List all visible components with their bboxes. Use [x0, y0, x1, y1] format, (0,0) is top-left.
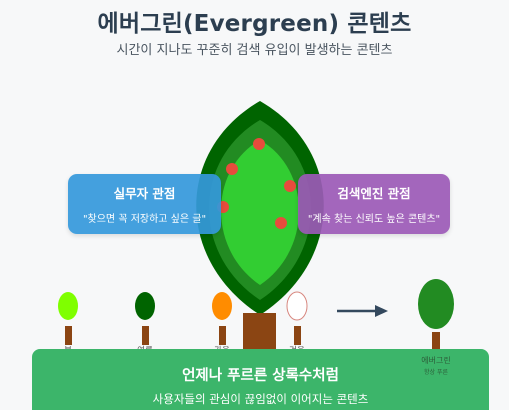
search-engine-view-title: 검색엔진 관점 — [337, 186, 411, 201]
winter-tree — [286, 291, 308, 345]
search-engine-view-quote: "계속 찾는 신뢰도 높은 콘텐츠" — [307, 214, 441, 225]
autumn-leaf — [212, 292, 232, 320]
practitioner-view-title: 실무자 관점 — [113, 186, 176, 201]
summer-trunk — [142, 326, 149, 345]
summer-tree — [135, 292, 155, 345]
banner-title: 언제나 푸르른 상록수처럼 — [182, 368, 339, 384]
evergreen-trunk — [432, 332, 440, 358]
main-tree — [196, 101, 324, 353]
winter-leaf — [286, 291, 308, 321]
page-title: 에버그린(Evergreen) 콘텐츠 — [97, 11, 412, 37]
autumn-trunk — [219, 326, 226, 345]
practitioner-view-quote: "찾으면 꼭 저장하고 싶은 글" — [82, 214, 207, 225]
evergreen-tree — [418, 279, 454, 358]
inner-leaf — [221, 140, 299, 285]
search-engine-view-card: 검색엔진 관점 "계속 찾는 신뢰도 높은 콘텐츠" — [298, 174, 450, 234]
fruit — [275, 217, 287, 229]
winter-trunk — [294, 326, 301, 345]
fruit — [253, 138, 265, 150]
evergreen-sublabel: 항상 푸른 — [424, 369, 448, 376]
evergreen-banner: 언제나 푸르른 상록수처럼 사용자들의 관심이 끊임없이 이어지는 콘텐츠 — [32, 349, 489, 410]
autumn-tree — [212, 292, 232, 345]
summer-leaf — [135, 292, 155, 320]
spring-tree — [58, 292, 78, 345]
page-subtitle: 시간이 지나도 꾸준히 검색 유입이 발생하는 콘텐츠 — [116, 43, 393, 58]
spring-leaf — [58, 292, 78, 320]
practitioner-view-card: 실무자 관점 "찾으면 꼭 저장하고 싶은 글" — [68, 174, 221, 234]
tree-trunk — [243, 313, 276, 353]
evergreen-label: 에버그린 — [421, 356, 451, 365]
spring-trunk — [65, 326, 72, 345]
arrow-right-icon — [337, 305, 388, 317]
banner-subtitle: 사용자들의 관심이 끊임없이 이어지는 콘텐츠 — [152, 392, 369, 406]
fruit — [226, 163, 238, 175]
evergreen-leaf — [418, 279, 454, 329]
fruit — [284, 180, 296, 192]
